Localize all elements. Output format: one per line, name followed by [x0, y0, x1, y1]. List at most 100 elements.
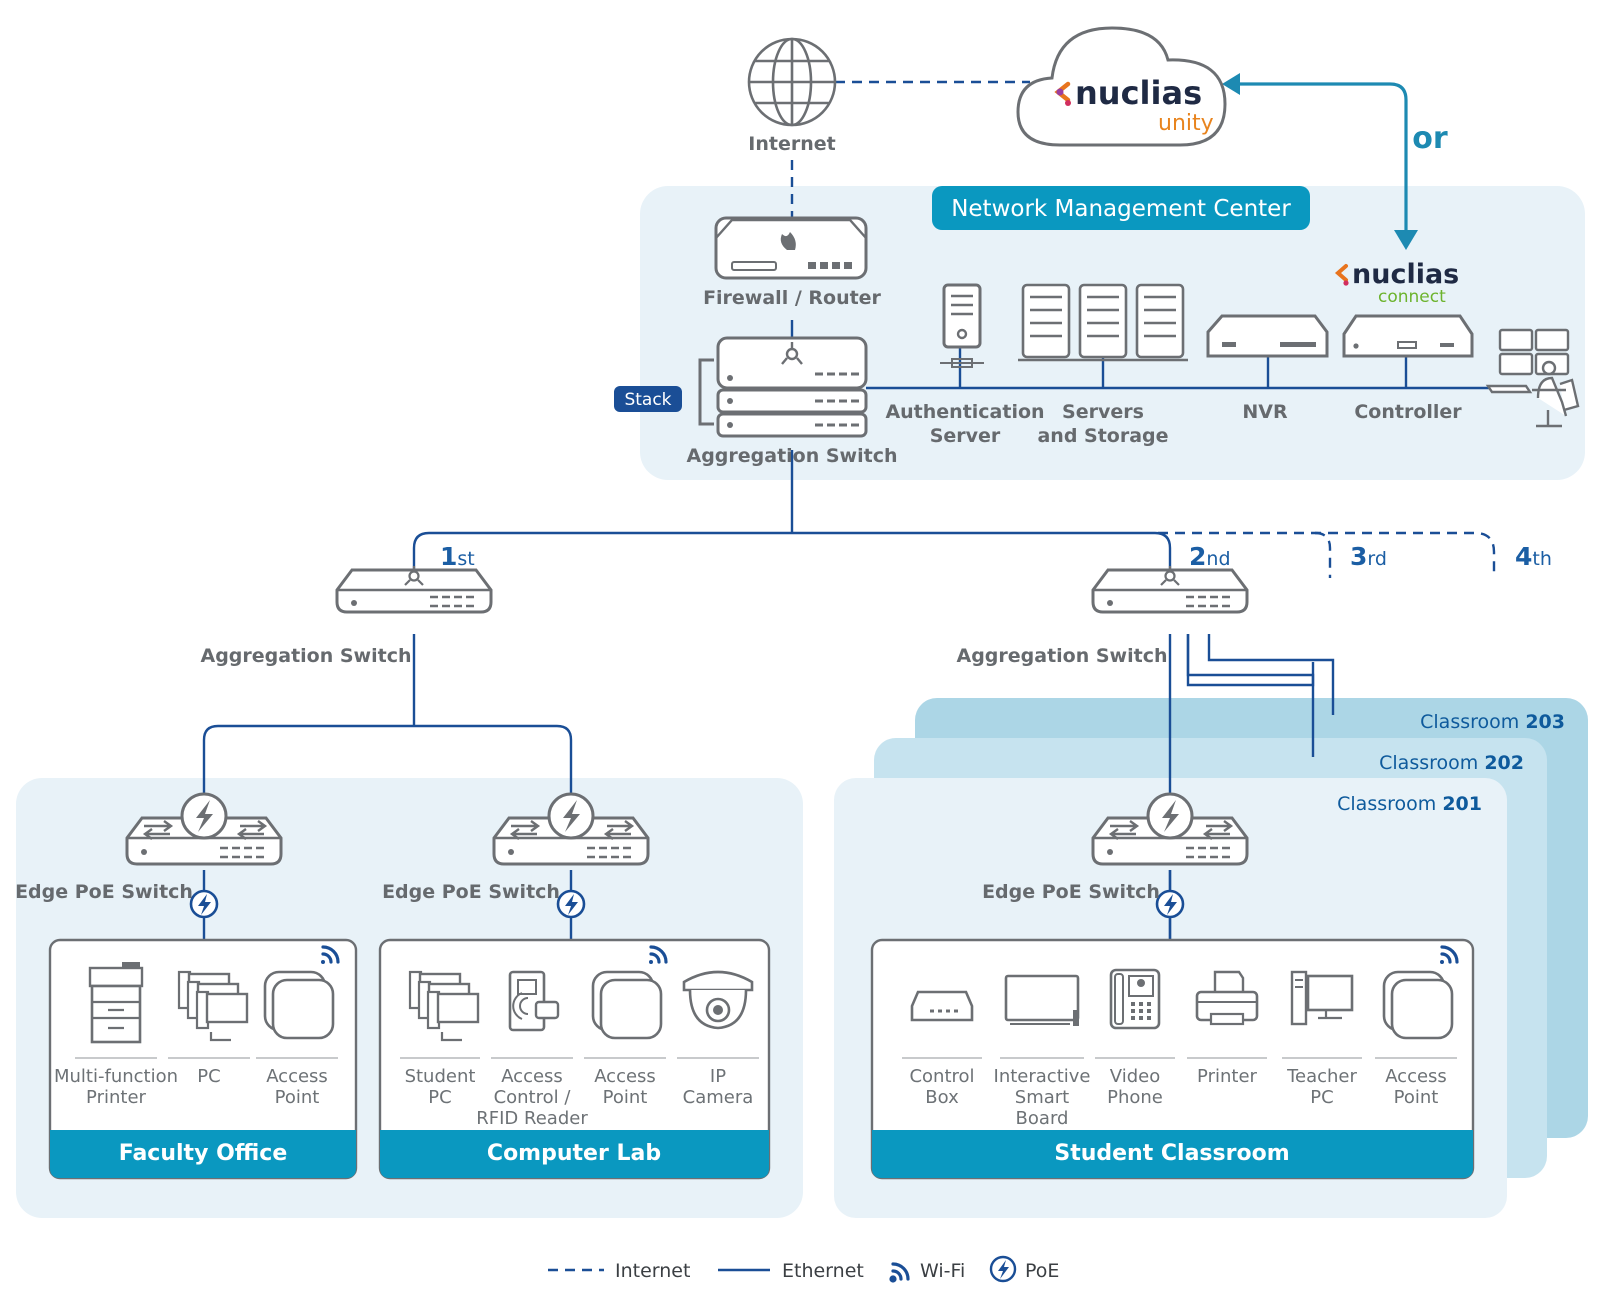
authentication-server-icon — [940, 283, 984, 368]
aggregation-label-right: Aggregation Switch — [957, 645, 1168, 667]
ip-camera-icon — [682, 970, 754, 1030]
or-label: or — [1412, 121, 1448, 156]
ordinal-3rd-num: 3 — [1350, 542, 1367, 571]
controller-icon — [1342, 314, 1474, 358]
legend-internet-label: Internet — [615, 1260, 690, 1282]
controller-label: Controller — [1354, 401, 1462, 423]
classroom-203-num: 203 — [1525, 711, 1565, 733]
classroom-201-label: Classroom 201 — [1337, 793, 1482, 815]
ip-camera-label-1: IP — [710, 1066, 726, 1087]
edge-label-lab: Edge PoE Switch — [382, 881, 560, 903]
internet-label: Internet — [748, 133, 835, 155]
access-control-rfid-reader-label-1: Access — [501, 1066, 563, 1087]
classroom-202-num: 202 — [1484, 752, 1524, 774]
printer-label-1: Printer — [1197, 1066, 1257, 1087]
edge-poe-switch-classroom-icon — [1091, 792, 1249, 919]
legend-wifi-icon — [889, 1262, 910, 1283]
ordinal-1st-num: 1 — [440, 542, 457, 571]
ordinal-2nd-num: 2 — [1189, 542, 1206, 571]
auth-server-label-1: Authentication — [885, 401, 1044, 423]
firewall-router-label: Firewall / Router — [703, 287, 881, 309]
ordinal-3rd-suffix: rd — [1367, 548, 1387, 570]
teacher-pc-icon — [1290, 970, 1354, 1026]
edge-switches — [125, 792, 1249, 919]
teacher-pc-label-1: Teacher — [1286, 1066, 1357, 1087]
access-control-rfid-reader-icon — [508, 970, 560, 1032]
control-box-label-1: Control — [909, 1066, 974, 1087]
ordinal-2nd: 2nd — [1189, 542, 1231, 571]
legend-ethernet-label: Ethernet — [782, 1260, 864, 1282]
interactive-smart-board-label-1: Interactive — [994, 1066, 1091, 1087]
unity-product: unity — [1158, 111, 1214, 136]
video-phone-label-2: Phone — [1107, 1087, 1163, 1108]
ordinal-3rd: 3rd — [1350, 542, 1387, 571]
student-pc-label-2: PC — [428, 1087, 451, 1108]
connect-brand: nuclias — [1352, 259, 1459, 290]
legend-poe-label: PoE — [1025, 1260, 1059, 1282]
access-point-label-1: Access — [266, 1066, 328, 1087]
aggregation-switch-right-icon — [1091, 566, 1249, 614]
nuclias-logo-icon — [1054, 81, 1071, 106]
access-point-icon — [591, 945, 668, 1040]
operator-workstation-icon — [1485, 328, 1580, 428]
classroom-203-label: Classroom 203 — [1420, 711, 1565, 733]
legend: Internet Ethernet Wi-Fi PoE — [548, 1255, 1059, 1283]
computer-lab-title: Computer Lab — [487, 1141, 661, 1166]
legend-poe-icon — [989, 1255, 1017, 1283]
student-classroom-title: Student Classroom — [1054, 1141, 1289, 1166]
classroom-201-prefix: Classroom — [1337, 793, 1442, 815]
classroom-202-label: Classroom 202 — [1379, 752, 1524, 774]
aggregation-switches — [335, 566, 1249, 614]
pc-label-1: PC — [197, 1066, 220, 1087]
ordinal-2nd-suffix: nd — [1206, 548, 1230, 570]
legend-wifi-label: Wi-Fi — [920, 1260, 965, 1282]
student-pc-label-1: Student — [405, 1066, 476, 1087]
control-box-icon — [910, 990, 974, 1022]
ordinal-4th: 4th — [1515, 542, 1552, 571]
nuclias-unity-cloud: nuclias unity — [1016, 26, 1227, 147]
access-point-label-2: Point — [1394, 1087, 1439, 1108]
ordinal-4th-suffix: th — [1532, 548, 1552, 570]
faculty-office-title: Faculty Office — [119, 1141, 288, 1166]
faculty-pc: PC — [168, 970, 250, 1087]
interactive-smart-board-label-3: Board — [1016, 1108, 1069, 1129]
connect-product: connect — [1378, 287, 1446, 307]
poe-classroom-icon — [1155, 889, 1185, 919]
ordinal-1st: 1st — [440, 542, 475, 571]
access-control-rfid-reader-label-3: RFID Reader — [476, 1108, 588, 1129]
access-point-label-1: Access — [1385, 1066, 1447, 1087]
classroom-201-num: 201 — [1442, 793, 1482, 815]
access-point-label-2: Point — [275, 1087, 320, 1108]
student-pc-icon — [408, 970, 480, 1042]
video-phone-label-1: Video — [1110, 1066, 1160, 1087]
nvr-icon — [1206, 314, 1329, 358]
globe-icon — [747, 37, 837, 127]
access-control-rfid-reader-label-2: Control / — [494, 1087, 572, 1108]
classroom-203-prefix: Classroom — [1420, 711, 1525, 733]
classroom-devices: ControlBoxInteractiveSmartBoardVideoPhon… — [902, 945, 1459, 1129]
poe-lab-icon — [556, 889, 586, 919]
ordinal-4th-num: 4 — [1515, 542, 1532, 571]
aggregation-label-left: Aggregation Switch — [201, 645, 412, 667]
auth-server-label-2: Server — [930, 425, 1001, 447]
aggregation-switch-left-icon — [335, 566, 493, 614]
printer-icon — [1195, 970, 1259, 1026]
access-point-label-2: Point — [603, 1087, 648, 1108]
nvr-label: NVR — [1242, 401, 1288, 423]
wifi-icon — [649, 945, 668, 964]
access-point-icon — [263, 945, 340, 1040]
servers-label-1: Servers — [1062, 401, 1144, 423]
teacher-pc-label-2: PC — [1310, 1087, 1333, 1108]
